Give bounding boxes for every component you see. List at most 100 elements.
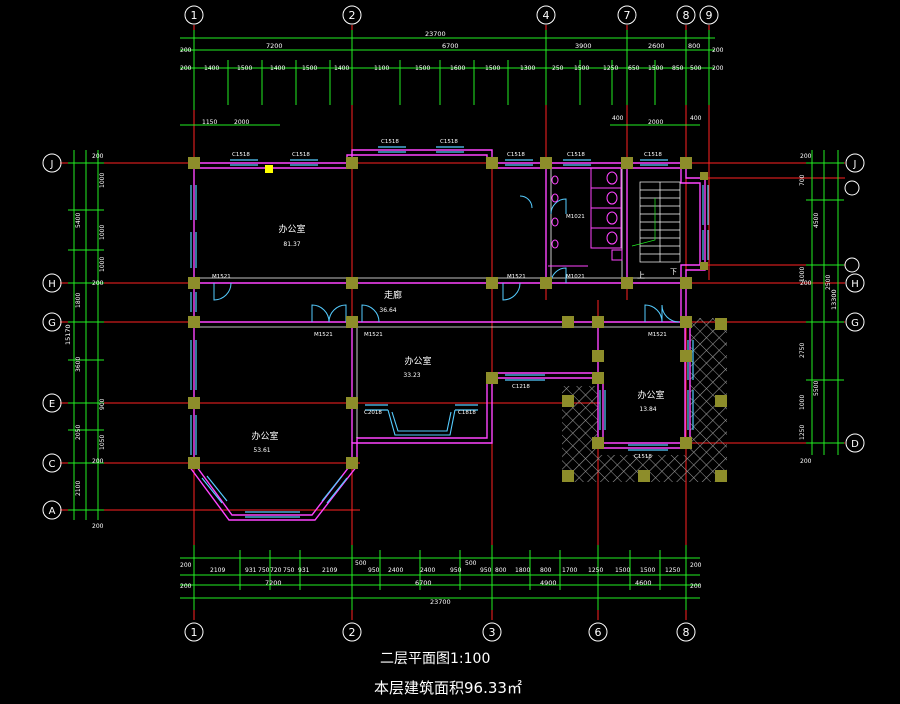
room-1-area: 81.37 — [283, 241, 300, 248]
grid-bubbles-left — [42, 153, 62, 520]
toilet-fixtures — [548, 167, 623, 267]
grid-left-H: H — [48, 279, 56, 290]
svg-text:2400: 2400 — [388, 567, 403, 574]
bottom-segment-4: 4600 — [635, 579, 652, 587]
grid-top-2: 2 — [349, 9, 356, 22]
grid-left-C: C — [49, 459, 56, 470]
svg-text:1400: 1400 — [334, 65, 349, 72]
svg-text:1000: 1000 — [799, 267, 806, 282]
top-segment-3: 3900 — [575, 42, 592, 50]
svg-text:500: 500 — [465, 560, 477, 567]
svg-text:1250: 1250 — [665, 567, 680, 574]
svg-text:500: 500 — [690, 65, 702, 72]
door-tag: M1521 — [648, 332, 667, 338]
grid-right-G: G — [851, 318, 859, 329]
svg-text:200: 200 — [690, 562, 702, 569]
svg-text:5500: 5500 — [813, 381, 820, 396]
windows — [190, 146, 709, 518]
svg-text:700: 700 — [799, 174, 806, 186]
svg-text:1500: 1500 — [574, 65, 589, 72]
svg-text:400: 400 — [690, 115, 702, 122]
grid-right-D: D — [851, 439, 859, 450]
svg-text:200: 200 — [690, 583, 702, 590]
right-total-dimension: 13300 — [830, 289, 838, 310]
svg-text:1000: 1000 — [799, 395, 806, 410]
grid-left-A: A — [49, 506, 56, 517]
opening-tags: C1518 C1518 C1518 C1518 C1518 C1518 C151… — [212, 139, 667, 460]
top-segment-4: 2600 — [648, 42, 665, 50]
room-labels: 办公室 81.37 走廊 36.64 办公室 33.23 办公室 53.61 办… — [251, 223, 664, 454]
svg-text:800: 800 — [495, 567, 507, 574]
window-tag: C2018 — [364, 410, 382, 416]
room-4-area: 53.61 — [253, 447, 270, 454]
grid-top-5: 8 — [683, 9, 690, 22]
svg-text:400: 400 — [612, 115, 624, 122]
svg-text:850: 850 — [672, 65, 684, 72]
grid-labels-right: J H G D — [851, 159, 859, 450]
marker-square — [265, 165, 273, 173]
svg-text:720: 720 — [270, 567, 282, 574]
dimension-lines — [73, 37, 839, 599]
drawing-title: 二层平面图1:100 — [380, 651, 491, 667]
floor-area-note: 本层建筑面积96.33㎡ — [374, 679, 522, 697]
door-tag: M1521 — [507, 274, 526, 280]
window-tag: C1518 — [567, 152, 585, 158]
grid-top-6: 9 — [706, 9, 713, 22]
svg-text:900: 900 — [99, 398, 106, 410]
svg-text:200: 200 — [180, 65, 192, 72]
bottom-segment-3: 4900 — [540, 579, 557, 587]
svg-text:200: 200 — [92, 153, 104, 160]
grid-bubbles-bottom — [184, 622, 696, 642]
svg-text:2000: 2000 — [234, 119, 249, 126]
svg-text:1100: 1100 — [374, 65, 389, 72]
left-total-dimension: 15170 — [64, 324, 72, 345]
svg-text:2109: 2109 — [210, 567, 225, 574]
svg-text:500: 500 — [355, 560, 367, 567]
svg-text:1150: 1150 — [202, 119, 217, 126]
svg-text:4500: 4500 — [813, 213, 820, 228]
svg-text:200: 200 — [180, 583, 192, 590]
top-segment-1: 7200 — [266, 42, 283, 50]
svg-text:1250: 1250 — [603, 65, 618, 72]
svg-text:200: 200 — [712, 65, 724, 72]
bottom-segment-1: 7200 — [265, 579, 282, 587]
door-tag: M1521 — [212, 274, 231, 280]
window-tag: C1518 — [644, 152, 662, 158]
bottom-total-dimension: 23700 — [430, 598, 451, 606]
svg-text:1400: 1400 — [270, 65, 285, 72]
svg-text:1500: 1500 — [485, 65, 500, 72]
svg-text:200: 200 — [800, 153, 812, 160]
svg-text:1800: 1800 — [515, 567, 530, 574]
svg-text:950: 950 — [480, 567, 492, 574]
svg-text:200: 200 — [800, 280, 812, 287]
top-segment-2: 6700 — [442, 42, 459, 50]
grid-bottom-3: 3 — [489, 626, 496, 639]
svg-text:200: 200 — [712, 47, 724, 54]
svg-text:931: 931 — [245, 567, 257, 574]
svg-text:1400: 1400 — [204, 65, 219, 72]
svg-text:1250: 1250 — [799, 425, 806, 440]
grid-left-J: J — [50, 159, 54, 170]
grid-top-4: 7 — [624, 9, 631, 22]
svg-text:1500: 1500 — [237, 65, 252, 72]
bottom-segment-2: 6700 — [415, 579, 432, 587]
columns — [188, 157, 727, 482]
svg-text:200: 200 — [92, 458, 104, 465]
svg-text:2000: 2000 — [648, 119, 663, 126]
svg-text:1800: 1800 — [75, 293, 82, 308]
room-4-name: 办公室 — [251, 430, 278, 442]
grid-bottom-1: 1 — [191, 626, 198, 639]
svg-text:2109: 2109 — [322, 567, 337, 574]
room-5-area: 13.84 — [639, 406, 656, 413]
door-tag: M1021 — [566, 214, 585, 220]
grid-bubbles-right — [844, 153, 865, 453]
window-tag: C1518 — [507, 152, 525, 158]
doors — [213, 195, 680, 323]
svg-text:3600: 3600 — [75, 357, 82, 372]
svg-text:931: 931 — [298, 567, 310, 574]
svg-text:2750: 2750 — [799, 343, 806, 358]
svg-text:950: 950 — [450, 567, 462, 574]
svg-text:5400: 5400 — [75, 213, 82, 228]
